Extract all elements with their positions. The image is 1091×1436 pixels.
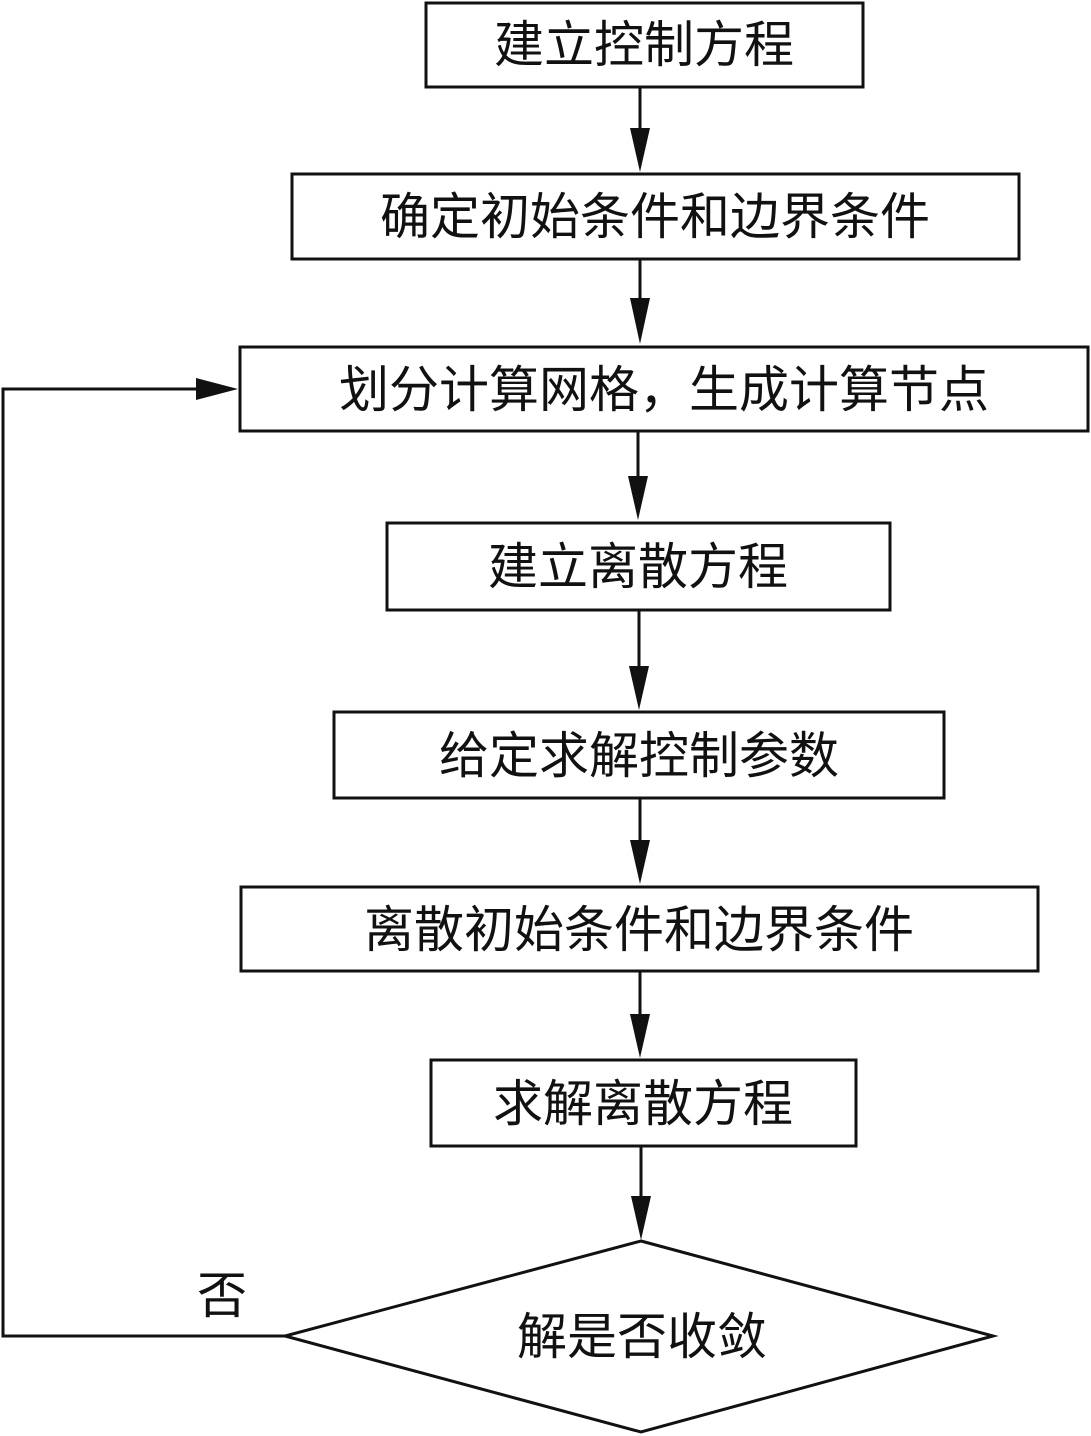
node-n3: 划分计算网格，生成计算节点 [238,345,1090,433]
arrow-head-icon [629,666,649,710]
node-label: 解是否收敛 [517,1308,767,1366]
arrow-head-icon [630,840,650,884]
node-label: 给定求解控制参数 [439,727,839,785]
node-n6: 离散初始条件和边界条件 [239,885,1040,973]
node-n8: 解是否收敛 [279,1239,999,1434]
arrow-head-icon [631,1196,651,1240]
node-n5: 给定求解控制参数 [332,710,946,800]
node-label: 划分计算网格，生成计算节点 [339,361,989,419]
arrow-head-icon [630,298,650,344]
arrow-head-icon [630,1014,650,1058]
arrow-head-icon [630,128,650,172]
node-label: 建立控制方程 [494,16,794,74]
node-label: 确定初始条件和边界条件 [380,188,930,246]
arrow-head-icon [628,476,648,520]
node-n2: 确定初始条件和边界条件 [290,172,1021,261]
node-n4: 建立离散方程 [385,521,892,612]
node-label: 建立离散方程 [488,538,788,596]
edge-n5-n6 [630,798,650,884]
arrow-head-icon [196,378,238,400]
edge-n8-n3-loop: 否 [1,378,285,1338]
node-n1: 建立控制方程 [424,1,865,89]
edge-n6-n7 [630,971,650,1058]
loop-label-no: 否 [197,1267,247,1325]
node-label: 求解离散方程 [493,1075,793,1133]
edge-n1-n2 [630,87,650,172]
node-n7: 求解离散方程 [429,1058,858,1148]
edge-n7-n8 [631,1146,651,1240]
node-label: 离散初始条件和边界条件 [364,901,914,959]
edge-n2-n3 [630,259,650,344]
edge-n4-n5 [629,610,649,710]
edge-n3-n4 [628,431,648,520]
